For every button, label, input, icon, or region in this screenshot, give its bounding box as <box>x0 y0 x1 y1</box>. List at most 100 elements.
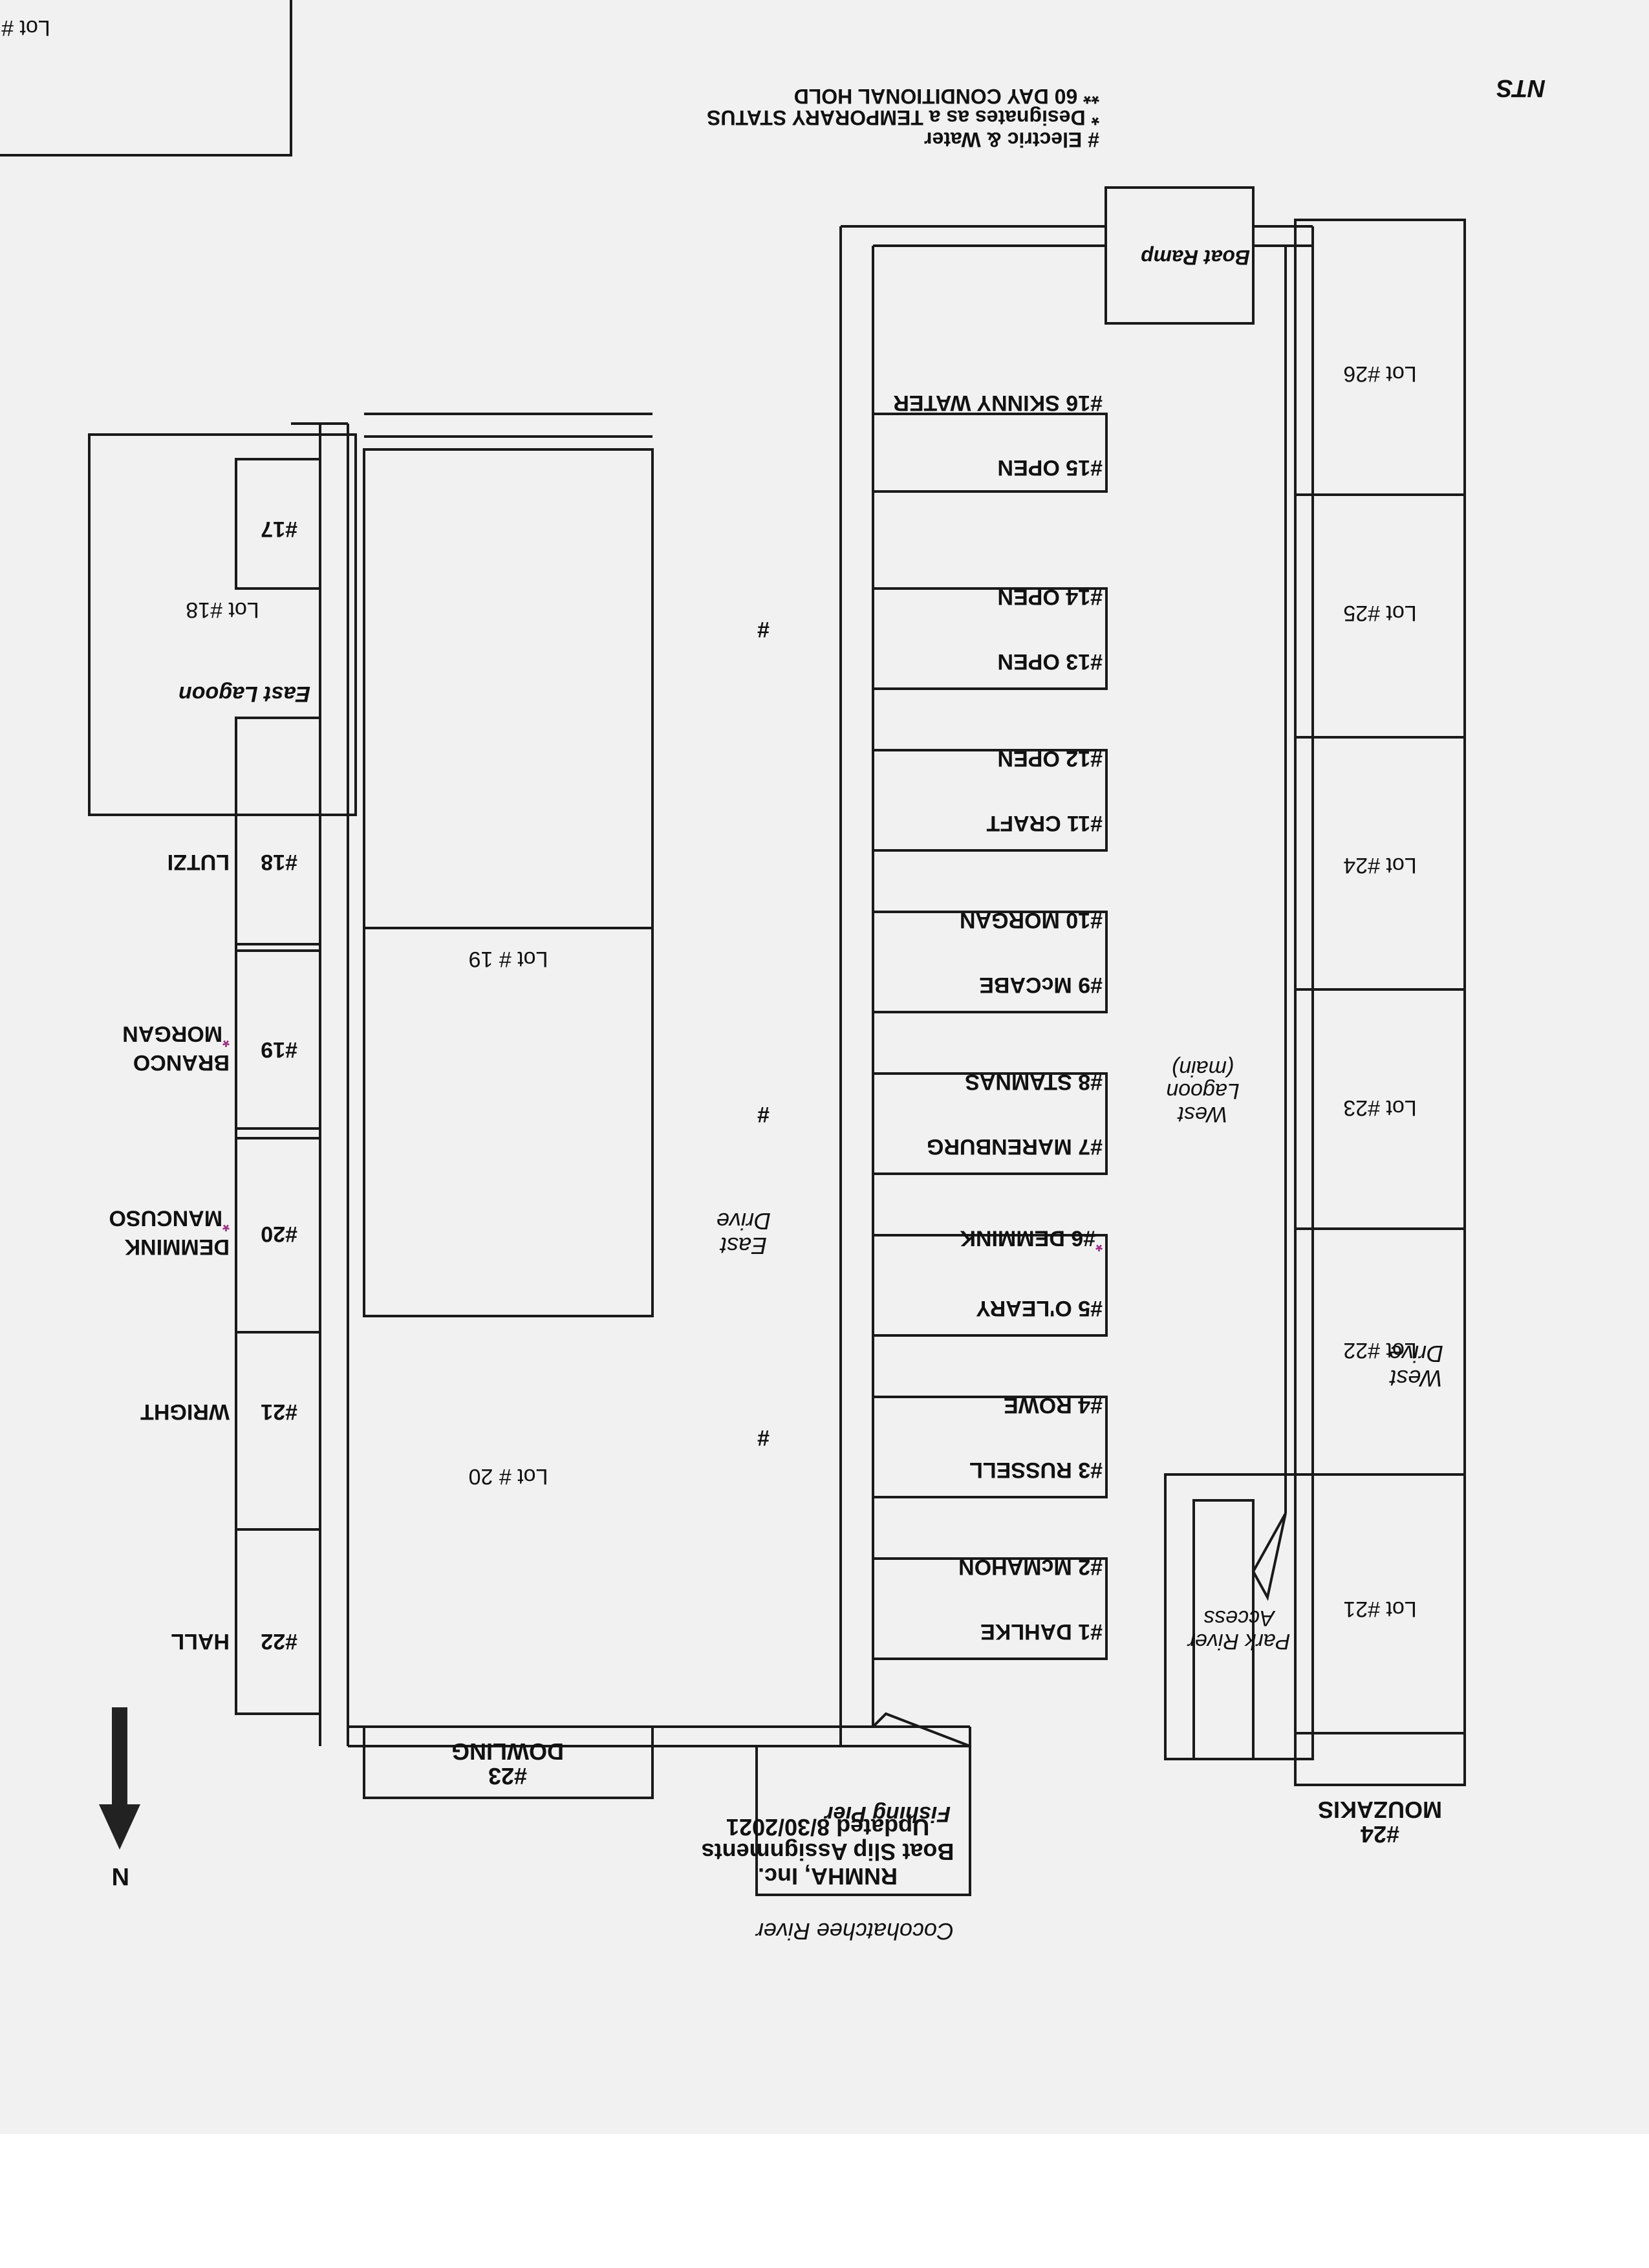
lot-18-box <box>88 433 357 816</box>
slip-21-num: #21 <box>261 1399 297 1424</box>
slip-24-num: #24 <box>1360 1821 1400 1848</box>
slips-11-12-box <box>872 749 1108 852</box>
slip-23-name: DOWLING <box>451 1738 564 1766</box>
east-drive-line2: Drive <box>717 1208 771 1235</box>
slip-18-box <box>235 717 321 952</box>
center-slip-5: #5 O'LEARY <box>976 1296 1103 1321</box>
slips-7-8-box <box>872 1072 1108 1175</box>
lot-21-label: Lot #21 <box>1343 1597 1417 1621</box>
center-slip-3: #3 RUSSELL <box>969 1458 1103 1482</box>
slip-18-num: #18 <box>261 850 297 874</box>
boat-ramp-box <box>1105 186 1255 325</box>
center-slip-4: #4 ROWE <box>1003 1393 1103 1418</box>
center-slip-label: #2 McMAHON <box>958 1555 1103 1579</box>
park-river-line1: Park River <box>1187 1629 1291 1654</box>
west-lagoon-label: West Lagoon (main) <box>1151 1055 1255 1127</box>
lot-17-box <box>0 0 292 157</box>
east-slips-column <box>235 717 321 1715</box>
temporary-star: * <box>222 1215 230 1236</box>
slip-23-num: #23 <box>488 1763 528 1789</box>
center-slip-13: #13 OPEN <box>997 649 1103 674</box>
river-label: Cocohatchee River <box>755 1918 954 1945</box>
slip-19-name-2: *MORGAN <box>122 1021 230 1052</box>
east-drive-label: East Drive <box>705 1208 782 1259</box>
legend-hold: ** 60 DAY CONDITIONAL HOLD <box>793 84 1099 108</box>
temporary-star: * <box>222 1031 230 1052</box>
slip-20-name-2: *MANCUSO <box>109 1206 230 1235</box>
east-lagoon-label: East Lagoon <box>178 682 310 706</box>
electric-mark: # <box>757 617 770 642</box>
center-slip-16: #16 SKINNY WATER <box>893 391 1103 415</box>
west-lagoon-line1: West <box>1178 1102 1228 1127</box>
lot-19-20-outline <box>363 448 654 1317</box>
center-slip-label: #16 SKINNY WATER <box>893 391 1103 415</box>
slip-22-num: #22 <box>261 1629 297 1654</box>
center-slip-label: #13 OPEN <box>997 649 1103 674</box>
lot-26-label: Lot #26 <box>1343 362 1417 386</box>
fishing-pier-box <box>755 1745 971 1896</box>
slip-19-name-1: BRANCO <box>133 1050 230 1075</box>
center-slip-label: #14 OPEN <box>997 585 1103 609</box>
slip-24-name: MOUZAKIS <box>1318 1797 1442 1824</box>
slip-17-box <box>235 458 321 590</box>
slips-15-16-box <box>872 413 1108 493</box>
center-slip-label: #6 DEMMINK <box>960 1226 1096 1251</box>
slip-19-num: #19 <box>261 1037 297 1062</box>
lot-18-label: Lot #18 <box>186 598 259 622</box>
slip-17-num: #17 <box>261 517 297 541</box>
slips-13-14-box <box>872 587 1108 690</box>
slip-23-label: #23 DOWLING <box>365 1738 650 1789</box>
lot-25-label: Lot #25 <box>1343 601 1417 625</box>
boat-ramp-label: Boat Ramp <box>1141 246 1250 269</box>
center-slip-1: #1 DAHLKE <box>980 1619 1103 1644</box>
center-slip-2: #2 McMAHON <box>958 1555 1103 1579</box>
lot-17-label: Lot #17 <box>0 16 50 40</box>
center-slip-label: #11 CRAFT <box>986 811 1103 836</box>
north-arrow-icon <box>99 1707 140 1850</box>
center-slip-14: #14 OPEN <box>997 585 1103 609</box>
electric-mark: # <box>757 1102 770 1127</box>
west-drive-line1: West <box>1390 1365 1443 1392</box>
center-slip-label: #5 O'LEARY <box>976 1296 1103 1321</box>
slip-22-name: HALL <box>171 1629 230 1654</box>
center-slip-10: #10 MORGAN <box>959 908 1103 933</box>
center-slip-label: #15 OPEN <box>997 455 1103 480</box>
park-river-access-label: Park River Access <box>1165 1606 1313 1654</box>
slip-20-name: DEMMINK *MANCUSO <box>109 1206 230 1259</box>
slip-19-name-2-text: MORGAN <box>122 1021 223 1046</box>
lot-19-label: Lot # 19 <box>468 947 548 971</box>
slips-9-10-box <box>872 911 1108 1013</box>
center-slip-8: #8 STAMNAS <box>965 1070 1103 1094</box>
slips-1-2-box <box>872 1557 1108 1660</box>
park-river-line2: Access <box>1203 1606 1275 1631</box>
fishing-pier-label: Fishing Pier <box>824 1802 951 1826</box>
electric-mark: # <box>757 1425 770 1450</box>
slips-3-4-box <box>872 1396 1108 1498</box>
slip-24-label: #24 MOUZAKIS <box>1295 1797 1465 1848</box>
center-slip-label: #8 STAMNAS <box>965 1070 1103 1094</box>
east-drive-line1: East <box>720 1233 768 1259</box>
lot-24-label: Lot #24 <box>1343 853 1417 878</box>
legend-temporary: * Designates as a TEMPORARY STATUS <box>707 106 1099 130</box>
slip-19-name: BRANCO *MORGAN <box>122 1021 230 1075</box>
west-lots-column <box>1294 219 1466 1786</box>
slip-20-num: #20 <box>261 1222 297 1246</box>
lot-23-label: Lot #23 <box>1343 1096 1417 1120</box>
slip-map-sheet: RNMHA, Inc. Boat Slip Assignments Update… <box>0 0 1649 2134</box>
center-slip-label: #10 MORGAN <box>959 908 1103 933</box>
slip-20-name-2-text: MANCUSO <box>109 1205 223 1231</box>
west-lagoon-line2: Lagoon <box>1166 1079 1240 1104</box>
slip-21-name: WRIGHT <box>140 1399 230 1424</box>
legend-block: # Electric & Water * Designates as a TEM… <box>707 84 1099 151</box>
center-slip-label: #4 ROWE <box>1003 1393 1103 1418</box>
center-slip-label: #1 DAHLKE <box>980 1619 1103 1644</box>
center-slip-label: #12 OPEN <box>997 746 1103 771</box>
center-slip-11: #11 CRAFT <box>986 811 1103 836</box>
temporary-star: * <box>1095 1235 1103 1255</box>
west-lagoon-line3: (main) <box>1171 1055 1234 1081</box>
park-access-ramp <box>1192 1499 1255 1760</box>
center-slip-9: #9 McCABE <box>979 973 1103 997</box>
org-name: RNMHA, Inc. <box>758 1863 898 1890</box>
slip-23-box <box>363 1725 654 1799</box>
doc-title: Boat Slip Assignments <box>701 1839 954 1866</box>
